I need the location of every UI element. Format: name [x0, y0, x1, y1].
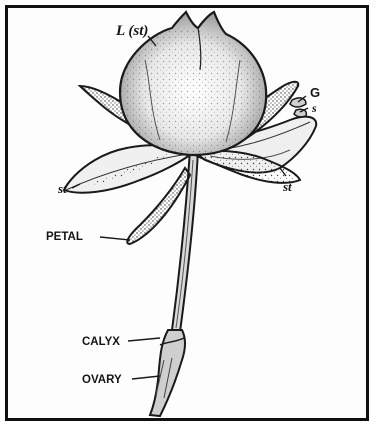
- label-s: s: [311, 101, 317, 115]
- label-st-right: st: [282, 179, 292, 194]
- label-ovary: OVARY: [82, 374, 122, 386]
- gynoecium-structure: [290, 98, 306, 117]
- label-st-left: st: [57, 181, 67, 196]
- label-g: G: [310, 85, 320, 100]
- label-calyx: CALYX: [82, 336, 120, 348]
- label-petal: PETAL: [46, 231, 83, 243]
- label-top: L (st): [115, 23, 148, 39]
- calyx-ovary: [150, 330, 185, 416]
